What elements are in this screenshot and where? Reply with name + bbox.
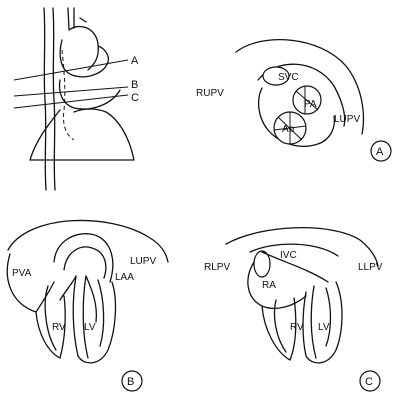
panel-c: IVC RA RLPV LLPV RV LV C	[204, 227, 383, 392]
esophagus-left-wall	[43, 7, 47, 191]
ivc-ellipse	[253, 250, 271, 278]
panel-a-outer-arc	[235, 38, 365, 135]
plane-label-a: A	[131, 55, 139, 67]
heart-mid-outline	[58, 79, 121, 110]
rv-outline	[35, 295, 66, 359]
panel-c-outer-arc	[225, 227, 379, 267]
pva-outline	[6, 253, 55, 313]
panel-a-letter-circle	[370, 140, 392, 162]
label-rv-b: RV	[52, 322, 66, 333]
ao-divider-3	[273, 125, 307, 131]
panel-c-letter: C	[365, 376, 373, 388]
plane-label-b: B	[131, 79, 138, 91]
septum-c-mid	[302, 291, 307, 357]
septum-right	[85, 275, 98, 323]
panel-b-letter-circle	[121, 370, 143, 392]
label-ra: RA	[262, 280, 276, 291]
laa-outline	[53, 233, 114, 283]
rv-inner-c	[273, 299, 287, 353]
lv-inner-c	[325, 287, 332, 347]
panel-b-outer-arc	[7, 219, 169, 263]
label-rv-c: RV	[290, 322, 304, 333]
svc-circle	[262, 66, 290, 86]
plane-line-a	[13, 59, 129, 81]
label-pva: PVA	[12, 268, 32, 279]
label-rlpv: RLPV	[204, 262, 230, 273]
label-llpv: LLPV	[358, 262, 383, 273]
panel-c-top-curve	[249, 243, 339, 257]
label-rupv: RUPV	[196, 88, 224, 99]
lv-outline-c	[305, 281, 343, 364]
pa-divider-1	[295, 90, 319, 111]
plane-label-c: C	[131, 92, 139, 104]
overview-sketch: A B C	[13, 7, 139, 191]
lv-wall-inner	[82, 275, 89, 359]
aortic-arch	[67, 7, 99, 71]
heart-upper-outline	[59, 39, 110, 78]
esophagus-dashed-course	[61, 49, 75, 141]
vessel-branch-2	[79, 17, 87, 23]
label-ivc: IVC	[280, 250, 297, 261]
label-pa: PA	[304, 99, 317, 110]
label-lupv-b: LUPV	[130, 256, 156, 267]
panel-c-letter-circle	[359, 370, 381, 392]
panel-a: SVC PA Ao RUPV LUPV A	[196, 38, 392, 162]
plane-line-b	[13, 86, 129, 97]
lv-outline	[77, 281, 117, 364]
rv-wall-inner	[44, 285, 57, 351]
label-lupv: LUPV	[334, 114, 360, 125]
label-lv-c: LV	[318, 322, 330, 333]
panel-b: PVA LAA LUPV RV LV B	[6, 219, 169, 392]
esophagus-right-wall	[52, 7, 56, 191]
lv-right-wall	[97, 279, 105, 347]
plane-line-c	[13, 94, 129, 109]
septum-left	[59, 275, 77, 301]
label-laa: LAA	[115, 272, 134, 283]
septum-mid	[72, 275, 79, 357]
panel-b-letter: B	[127, 376, 134, 388]
atrium-top	[261, 251, 329, 283]
heart-lower-outline	[29, 108, 135, 161]
label-svc: SVC	[278, 72, 299, 83]
label-lv-b: LV	[84, 322, 96, 333]
septum-c-right	[310, 285, 317, 359]
panel-a-letter: A	[376, 146, 384, 158]
label-ao: Ao	[282, 124, 295, 135]
rv-outline-c	[261, 297, 297, 361]
la-inner-curve	[63, 246, 107, 279]
